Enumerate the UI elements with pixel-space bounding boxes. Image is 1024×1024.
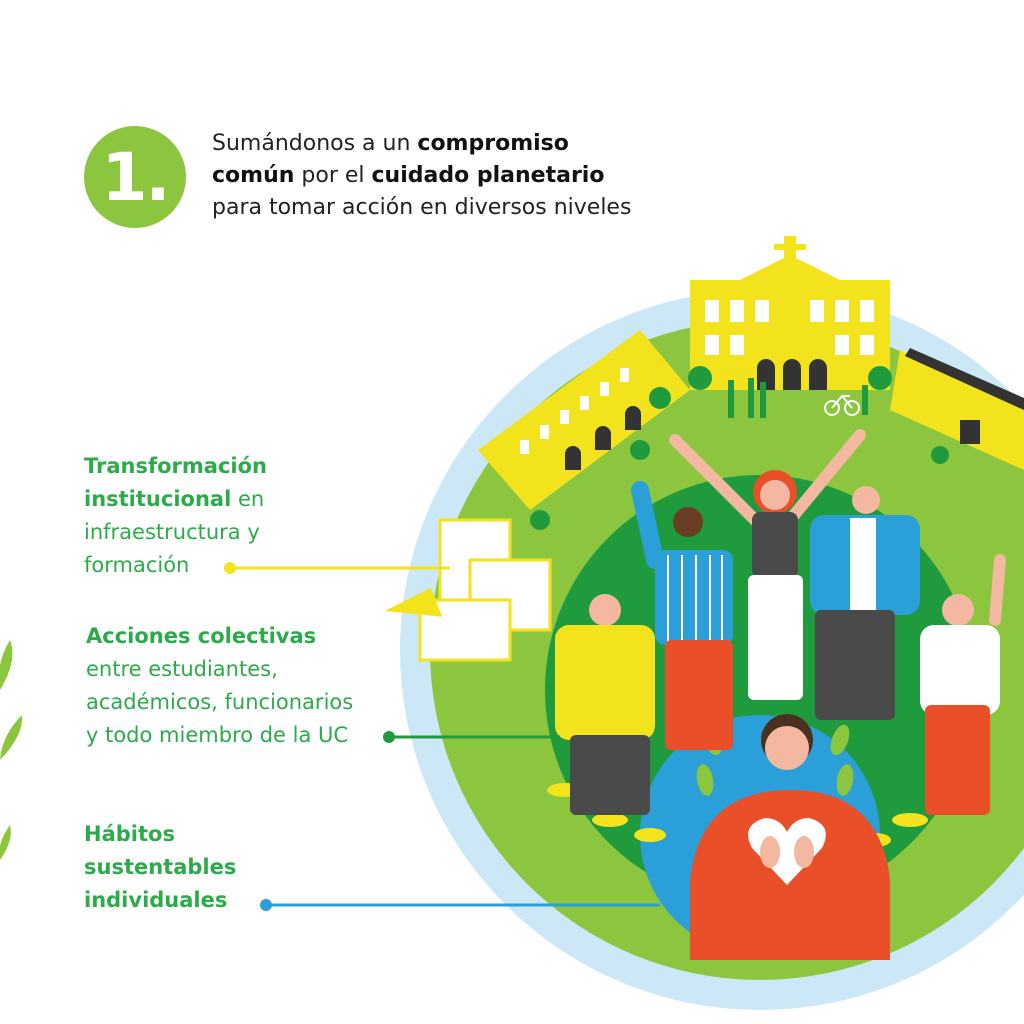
leaf-decoration <box>0 640 23 860</box>
person-white-shirt <box>920 554 1006 815</box>
connector-individual <box>260 899 660 911</box>
person-yellow-shirt <box>555 594 655 815</box>
heading-bold-text: cuidado planetario <box>371 163 605 188</box>
step-number: 1. <box>101 138 171 216</box>
label-collective: Acciones colectivas entre estudiantes, a… <box>86 620 353 752</box>
person-arms-raised <box>669 429 866 700</box>
label-text: en <box>231 487 265 511</box>
main-building-icon <box>690 236 890 390</box>
person-blue-jacket <box>810 486 920 720</box>
heading-text: Sumándonos a un <box>212 131 418 156</box>
bicycle-icon <box>824 394 860 416</box>
label-title: individuales <box>84 888 228 912</box>
trees-icon <box>530 366 949 530</box>
person-holding-heart <box>690 714 890 960</box>
heading-bold-text: común <box>212 163 295 188</box>
person-blue-striped <box>631 481 733 750</box>
connector-collective <box>383 731 560 743</box>
label-institutional: Transformación institucional en infraest… <box>84 450 267 582</box>
step-number-badge: 1. <box>84 126 186 228</box>
label-title: Acciones colectivas <box>86 624 317 648</box>
heading-text: para tomar acción en diversos niveles <box>212 195 632 220</box>
label-text: infraestructura y <box>84 520 260 544</box>
label-text: entre estudiantes, <box>86 657 278 681</box>
label-text: académicos, funcionarios <box>86 690 354 714</box>
left-building-icon <box>478 330 690 510</box>
connector-institutional <box>224 562 450 574</box>
heading-bold-text: compromiso <box>417 131 569 156</box>
label-text: formación <box>84 553 190 577</box>
right-building-icon <box>890 348 1024 470</box>
label-title: sustentables <box>84 855 237 879</box>
page-heading: Sumándonos a un compromiso común por el … <box>212 128 672 224</box>
label-title: Hábitos <box>84 822 175 846</box>
label-text: y todo miembro de la UC <box>86 723 349 747</box>
label-title: Transformación <box>84 454 267 478</box>
heart-icon <box>748 818 826 885</box>
label-individual: Hábitos sustentables individuales <box>84 818 236 917</box>
white-buildings-icon <box>384 518 552 662</box>
label-title: institucional <box>84 487 232 511</box>
heading-text: por el <box>294 163 372 188</box>
